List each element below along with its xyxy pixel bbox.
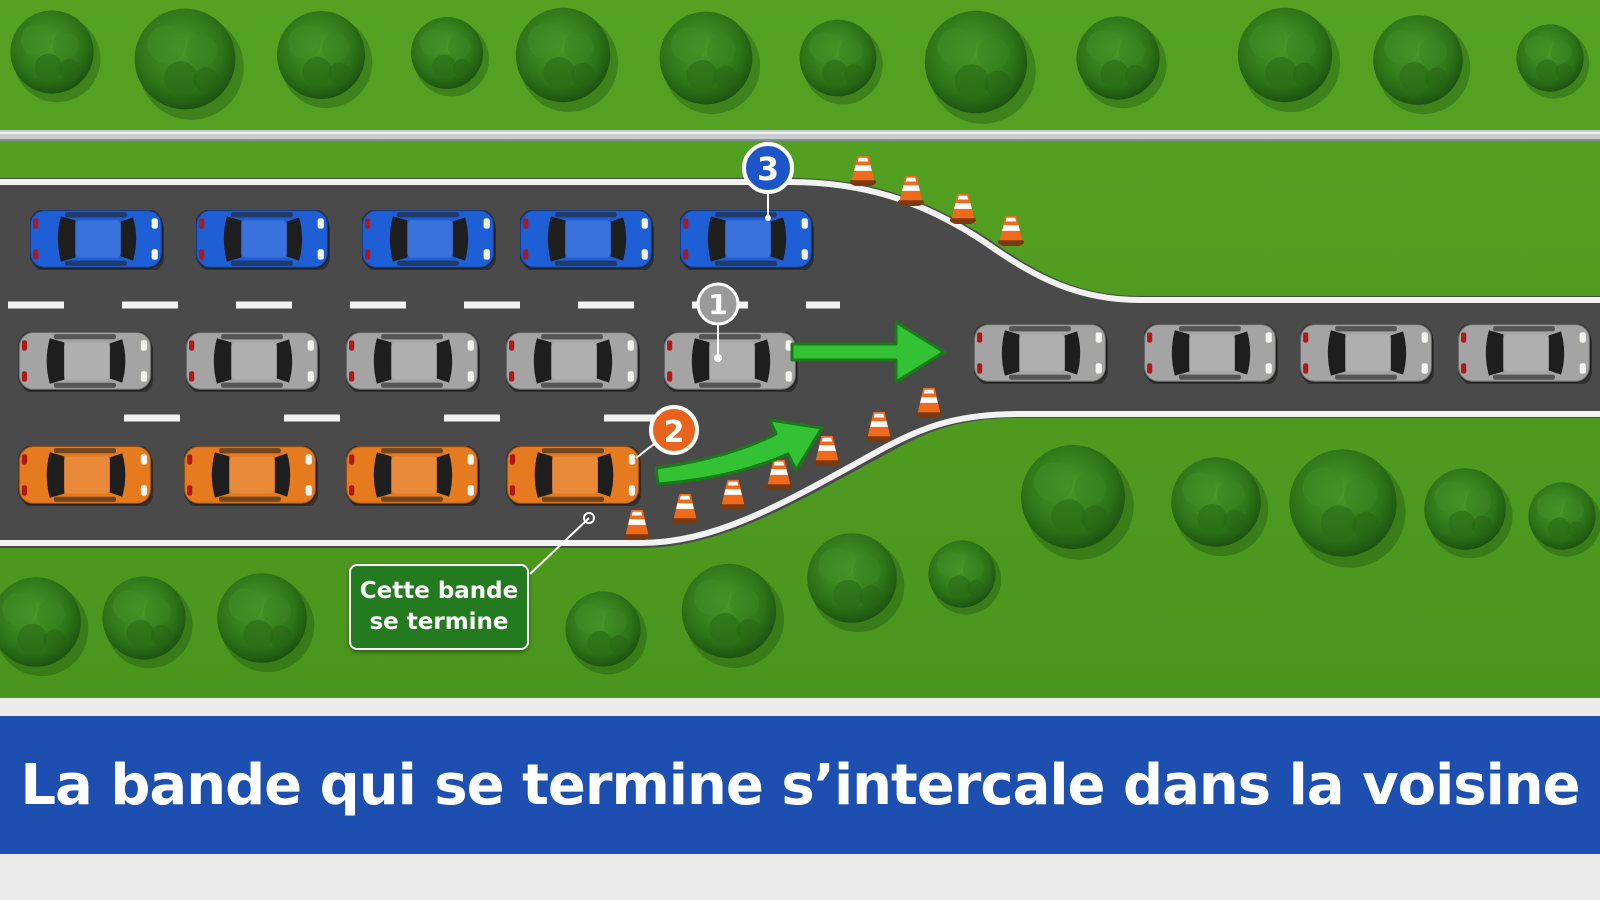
guardrail xyxy=(0,130,1600,141)
car-icon xyxy=(506,332,640,392)
car-icon xyxy=(362,210,496,270)
marker-1: 1 xyxy=(696,282,740,362)
caption-banner: La bande qui se termine s’intercale dans… xyxy=(0,716,1600,854)
car-icon xyxy=(1300,324,1434,384)
marker-3: 3 xyxy=(742,142,794,221)
car-icon xyxy=(520,210,654,270)
marker-2-label: 2 xyxy=(664,415,685,450)
caption-text: La bande qui se termine s’intercale dans… xyxy=(20,752,1580,818)
lane-end-label: Cette bande se termine xyxy=(349,564,529,650)
car-icon xyxy=(196,210,330,270)
marker-1-label: 1 xyxy=(708,288,727,321)
car-icon xyxy=(974,324,1108,384)
car-icon xyxy=(18,332,154,392)
car-icon xyxy=(18,446,154,506)
car-icon xyxy=(346,332,480,392)
car-icon xyxy=(30,210,164,270)
car-icon xyxy=(346,446,480,506)
car-icon xyxy=(1458,324,1592,384)
car-icon xyxy=(664,332,798,392)
marker-3-label: 3 xyxy=(757,150,779,188)
car-icon xyxy=(184,446,318,506)
marker-2: 2 xyxy=(635,405,699,459)
car-icon xyxy=(680,210,814,270)
lane-left-cars xyxy=(30,210,814,270)
car-icon xyxy=(186,332,320,392)
label-leader-line xyxy=(529,512,595,575)
car-icon xyxy=(506,446,642,506)
arrow-right-icon xyxy=(790,320,946,384)
lane-end-label-line2: se termine xyxy=(369,609,509,635)
merge-arrow-icon xyxy=(654,418,824,486)
car-icon xyxy=(1144,324,1278,384)
lane-end-label-line1: Cette bande xyxy=(359,578,519,604)
